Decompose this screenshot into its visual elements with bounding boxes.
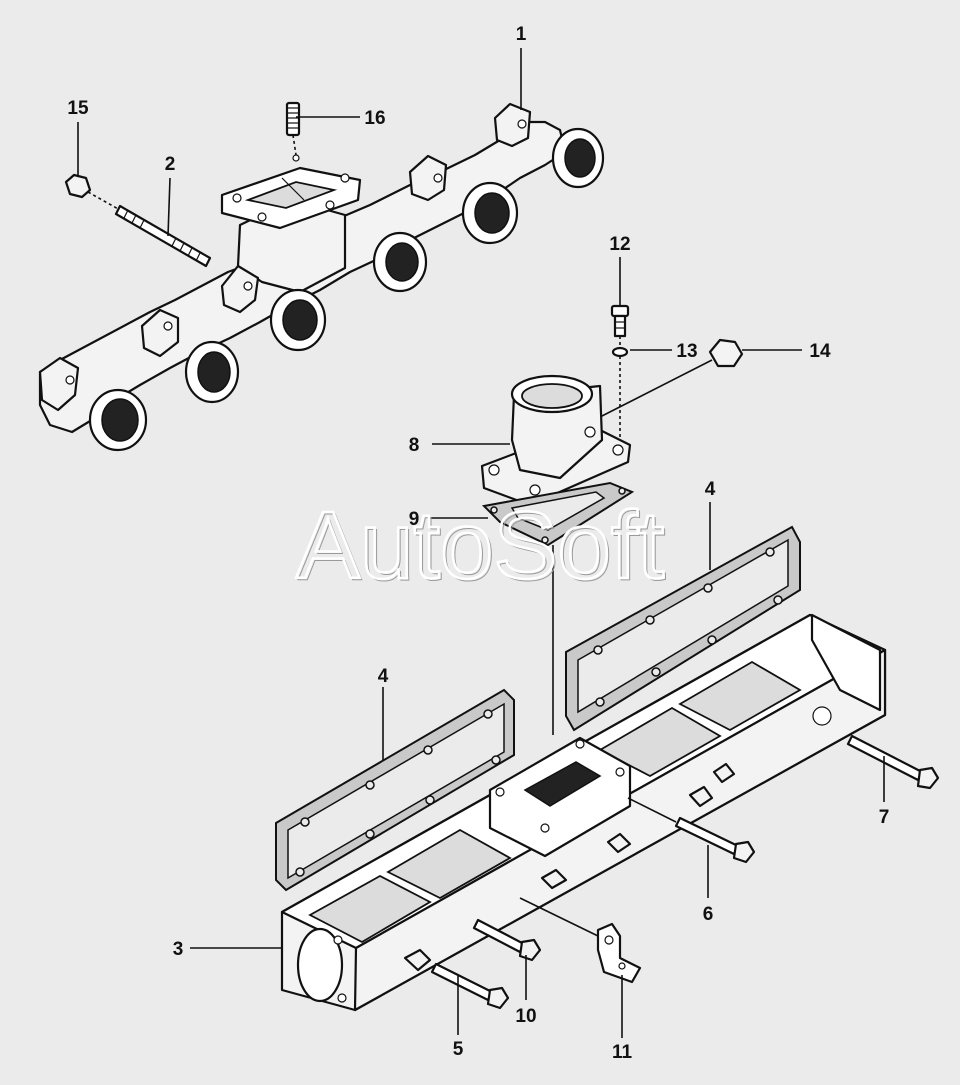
callout-8: 8	[409, 435, 420, 456]
callout-11: 11	[612, 1042, 633, 1063]
bolt-5	[430, 962, 510, 1010]
callout-2: 2	[165, 154, 176, 175]
gasket-4-right	[565, 525, 801, 732]
bracket-11	[519, 897, 642, 984]
callout-1: 1	[516, 24, 527, 45]
gasket-9	[481, 481, 635, 735]
callout-9: 9	[409, 509, 420, 530]
callout-6: 6	[703, 904, 714, 925]
leader-lines	[77, 48, 885, 1038]
callout-10: 10	[515, 1006, 536, 1027]
upper-exhaust-manifold	[38, 102, 605, 452]
bolt-10	[472, 918, 542, 962]
callout-15: 15	[67, 98, 89, 119]
gasket-4-left	[275, 688, 515, 892]
callouts: 1 2 3 4 4 5 6 7 8 9 10 11 12 13 14 15 16	[67, 24, 889, 1063]
callout-7: 7	[879, 807, 890, 828]
bolt-7	[846, 734, 940, 790]
callout-4-left: 4	[378, 666, 389, 687]
watermark: AutoSoft AutoSoft	[295, 491, 667, 602]
plug-14	[597, 338, 744, 419]
callout-14: 14	[809, 341, 831, 362]
stud-16	[285, 101, 301, 156]
bolt-6	[627, 797, 756, 864]
callout-4-right: 4	[705, 479, 716, 500]
callout-5: 5	[453, 1039, 464, 1060]
outlet-elbow-8	[480, 374, 632, 507]
stud-2	[114, 204, 212, 268]
callout-16: 16	[364, 108, 385, 129]
watermark-text: AutoSoft	[296, 492, 664, 599]
washer-13	[611, 346, 629, 440]
nut-15	[64, 173, 121, 211]
callout-3: 3	[173, 939, 184, 960]
callout-12: 12	[609, 234, 630, 255]
callout-13: 13	[676, 341, 697, 362]
watermark-outline: AutoSoft	[298, 494, 666, 601]
lower-exhaust-manifold	[280, 613, 887, 1012]
screw-12	[610, 304, 630, 346]
